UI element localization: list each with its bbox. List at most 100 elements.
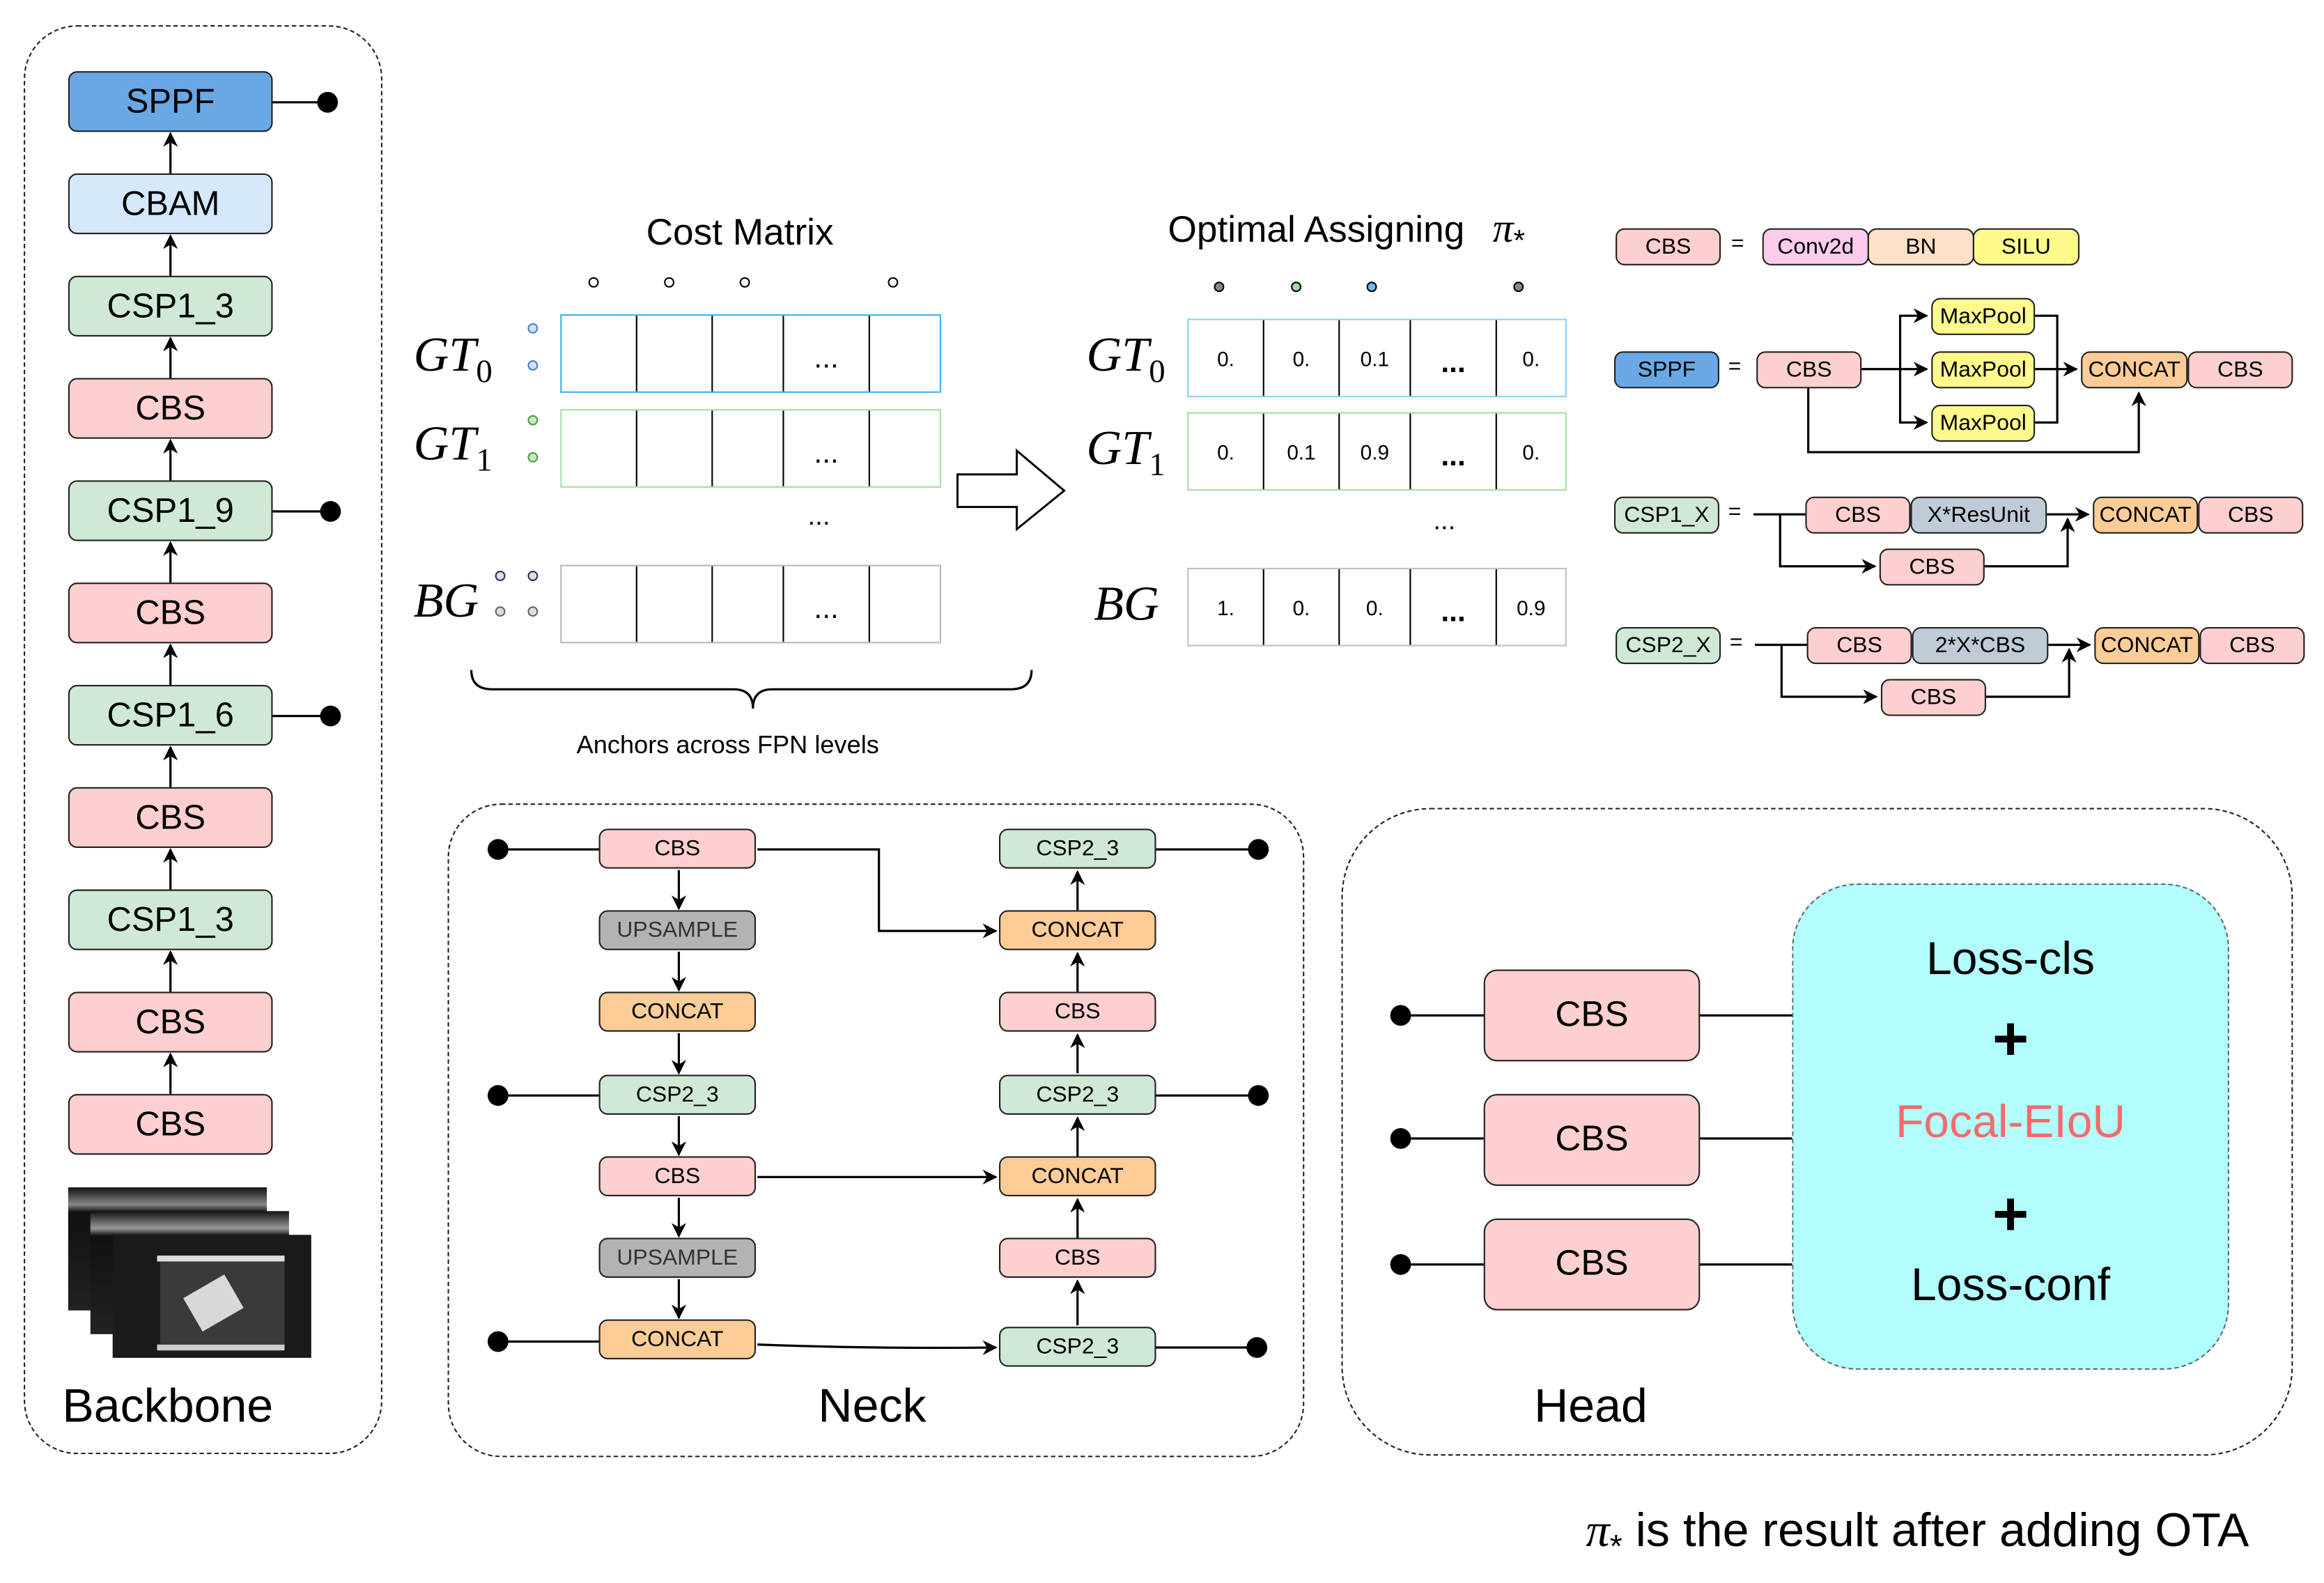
anchor-dot [588,277,599,288]
legend-cbs: CBS [2187,351,2293,389]
pi-subscript: * [1609,1527,1622,1565]
block-label: CSP1_3 [107,286,234,325]
cost-matrix-title: Cost Matrix [646,212,834,254]
anchor-dot [1366,281,1377,293]
legend-2xcbs: 2*X*CBS [1912,626,2049,665]
head-cbs: CBS [1483,1094,1701,1187]
neck-left-upsample: UPSAMPLE [598,910,757,950]
gt1-label: GT1 [1086,422,1165,483]
backbone-cbs-input: CBS [68,1094,273,1155]
input-node [1390,1253,1411,1275]
cost-row-gt1: ... [560,409,942,488]
legend-sppf-name: SPPF [1613,351,1720,389]
gt0-dot [527,323,539,334]
backbone-csp1-6: CSP1_6 [68,684,273,746]
anchor-dot [1214,281,1225,293]
legend-maxpool: MaxPool [1931,404,2036,442]
bg-dot [527,571,539,582]
equals-sign: = [1731,231,1744,257]
optimal-assigning-title: Optimal Assigning π* [1168,206,1526,258]
gt1-dot [527,415,539,426]
backbone-sppf: SPPF [68,71,273,132]
legend-csp1-branch-cbs: CBS [1879,548,1985,586]
backbone-csp1-3: CSP1_3 [68,889,273,950]
backbone-csp1-9: CSP1_9 [68,480,273,541]
input-frame [112,1235,311,1358]
backbone-cbs: CBS [68,991,273,1053]
neck-left-concat: CONCAT [598,991,757,1032]
legend-resunit: X*ResUnit [1910,496,2047,534]
backbone-cbs: CBS [68,582,273,644]
backbone-panel [24,25,382,1455]
row-ellipsis: ... [1433,505,1456,536]
legend-sppf-cbs: CBS [1756,351,1862,389]
bg-dot [495,606,506,617]
backbone-label: Backbone [62,1378,274,1433]
gt1-dot [527,451,539,463]
backbone-csp1-3-top: CSP1_3 [68,275,273,337]
neck-left-upsample: UPSAMPLE [598,1237,757,1278]
output-node [1248,839,1269,860]
input-node [487,1331,509,1352]
brace-label: Anchors across FPN levels [576,730,879,759]
legend-cbs: CBS [2198,496,2304,534]
gt0-label: GT0 [413,329,493,389]
legend-csp2-branch-cbs: CBS [1880,679,1986,716]
brace [470,670,1033,709]
neck-right-concat: CONCAT [999,1156,1156,1196]
legend-cbs-name: CBS [1616,228,1721,265]
block-label: CBAM [121,183,220,223]
head-cbs: CBS [1483,969,1701,1062]
loss-conf: Loss-conf [1911,1258,2111,1311]
legend-maxpool: MaxPool [1931,298,2036,335]
neck-right-csp2-3: CSP2_3 [999,828,1156,869]
legend-maxpool: MaxPool [1931,351,2036,389]
caption: π* is the result after adding OTA [1586,1503,2249,1566]
anchor-dot [1291,281,1302,293]
output-node [1248,1085,1269,1106]
anchor-dot [888,277,899,288]
block-label: CSP1_9 [107,491,234,530]
head-panel [1341,808,2293,1456]
input-node [1390,1005,1411,1026]
input-node [1390,1128,1411,1149]
legend-concat: CONCAT [2094,626,2200,665]
loss-box: Loss-cls + Focal-EIoU + Loss-conf [1792,883,2229,1370]
transform-arrow-icon [956,448,1066,532]
row-ellipsis: ... [807,501,830,531]
pi-symbol: π [1586,1503,1610,1557]
output-node [317,91,339,113]
legend-csp2-name: CSP2_X [1616,626,1721,665]
bg-label: BG [413,575,479,629]
loss-focal-eiou: Focal-EIoU [1896,1095,2126,1148]
equals-sign: = [1728,500,1742,525]
block-label: CBS [135,797,206,836]
output-node [320,501,341,522]
output-node [1246,1337,1268,1358]
head-label: Head [1534,1378,1648,1433]
block-label: CBS [135,1104,206,1143]
legend-concat: CONCAT [2093,496,2199,534]
assign-row-gt0: 0.0.0.1...0. [1187,318,1567,398]
legend-concat: CONCAT [2081,351,2188,389]
legend-conv2d: Conv2d [1762,228,1869,265]
loss-cls: Loss-cls [1926,932,2096,984]
neck-right-csp2-3: CSP2_3 [999,1074,1156,1115]
legend-csp1-cbs: CBS [1805,496,1911,534]
neck-left-cbs: CBS [598,828,757,869]
head-cbs: CBS [1483,1218,1701,1311]
gt0-dot [527,360,539,371]
cost-row-gt0: ... [560,314,942,393]
backbone-cbs: CBS [68,787,273,848]
neck-right-cbs: CBS [999,1237,1156,1278]
block-label: CBS [135,388,206,427]
neck-right-csp2-3: CSP2_3 [999,1327,1156,1367]
backbone-cbam: CBAM [68,173,273,235]
bg-dot [495,571,506,582]
neck-left-concat: CONCAT [598,1319,757,1360]
equals-sign: = [1728,354,1742,380]
anchor-dot [739,277,750,288]
